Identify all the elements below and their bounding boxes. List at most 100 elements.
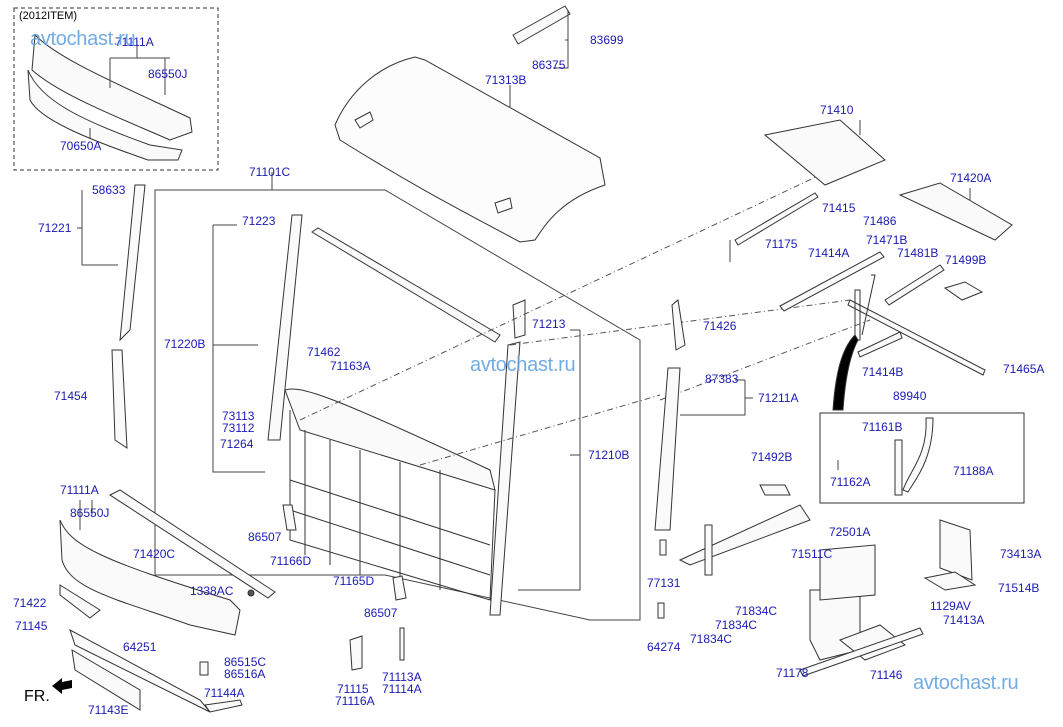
part-label-71178[interactable]: 71178 [776,666,809,680]
part-label-86375[interactable]: 86375 [532,58,566,72]
part-label-71114a[interactable]: 71114A [382,682,422,696]
part-label-71161b[interactable]: 71161B [862,420,903,434]
panel-72501A [819,544,876,601]
part-label-89940[interactable]: 89940 [893,389,927,403]
watermark-top-left: avtochast.ru [30,28,136,50]
part-label-71514b[interactable]: 71514B [998,581,1040,595]
member-71481B [884,264,945,306]
item-2012-note: (2012ITEM) [19,10,78,22]
windshield-header [311,227,501,343]
part-label-71166d[interactable]: 71166D [270,554,312,568]
part-label-71213[interactable]: 71213 [532,317,566,331]
part-label-71481b[interactable]: 71481B [897,246,939,260]
floor-panel-71410 [763,119,886,186]
part-label-71165d[interactable]: 71165D [333,574,375,588]
pillar-71220B [267,214,303,441]
part-label-87383[interactable]: 87383 [705,372,739,386]
part-label-71422[interactable]: 71422 [13,596,47,610]
part-label-71223[interactable]: 71223 [242,214,276,228]
part-label-71511c[interactable]: 71511C [791,547,833,561]
part-label-71111a[interactable]: 71111A [60,483,99,497]
part-label-71144a[interactable]: 71144A [204,686,245,700]
part-label-71492b[interactable]: 71492B [751,450,793,464]
part-label-73113[interactable]: 73113 [222,409,255,423]
part-label-77131[interactable]: 77131 [647,576,681,590]
part-label-71414b[interactable]: 71414B [862,365,904,379]
bumper-2012-upper [31,33,193,141]
part-label-58633[interactable]: 58633 [92,183,126,197]
part-label-71486[interactable]: 71486 [863,214,897,228]
part-label-71413a[interactable]: 71413A [943,613,985,627]
part-label-64274[interactable]: 64274 [647,640,681,654]
a-pillar-71221 [119,184,146,342]
panel-73413A [939,519,973,581]
part-label-71163a[interactable]: 71163A [330,359,371,373]
part-label-86550j-top[interactable]: 86550J [148,67,188,81]
part-label-72501a[interactable]: 72501A [829,525,871,539]
part-label-71143e[interactable]: 71143E [88,703,129,717]
part-label-86550j[interactable]: 86550J [70,506,110,520]
part-label-73413a[interactable]: 73413A [1000,547,1042,561]
pillar-71210B [489,341,521,616]
pillar-71211A [654,367,681,531]
bar-71420C [108,489,276,599]
item-2012-box [13,7,219,171]
part-label-71465a[interactable]: 71465A [1003,362,1045,376]
pillar-71454 [111,349,128,449]
part-label-71313b[interactable]: 71313B [485,73,527,87]
floor-panel-71420A [898,182,1013,241]
front-arrow [52,678,72,694]
part-label-71834c-1[interactable]: 71834C [735,604,778,618]
frame-box [154,189,641,621]
part-label-71414a[interactable]: 71414A [808,246,850,260]
part-label-86507-a[interactable]: 86507 [248,530,282,544]
part-label-1129av[interactable]: 1129AV [930,599,971,613]
bumper-2012-lower [27,69,183,161]
part-label-71462[interactable]: 71462 [307,345,341,359]
part-label-71499b[interactable]: 71499B [945,253,987,267]
part-label-86507-b[interactable]: 86507 [364,606,398,620]
part-label-71210b[interactable]: 71210B [588,448,630,462]
part-label-71211a[interactable]: 71211A [758,391,799,405]
part-label-1338ac[interactable]: 1338AC [190,584,234,598]
part-label-71116a[interactable]: 71116A [335,694,375,708]
part-label-73112[interactable]: 73112 [222,421,255,435]
roof-rail [512,5,571,45]
part-label-71188a[interactable]: 71188A [953,464,994,478]
member-71414A [779,251,885,312]
part-label-71415[interactable]: 71415 [822,201,856,215]
front-marker: FR. [24,688,50,705]
part-label-71454[interactable]: 71454 [54,389,88,403]
part-label-83699[interactable]: 83699 [590,33,624,47]
part-label-71101c[interactable]: 71101C [249,165,291,179]
part-label-71420a[interactable]: 71420A [950,171,992,185]
part-label-71113a[interactable]: 71113A [382,670,422,684]
part-label-71264[interactable]: 71264 [220,437,254,451]
part-label-71420c[interactable]: 71420C [133,547,176,561]
part-label-71115[interactable]: 71115 [337,682,369,696]
part-label-71175[interactable]: 71175 [765,237,798,251]
part-label-71834c-3[interactable]: 71834C [690,632,733,646]
part-label-86516a[interactable]: 86516A [224,667,266,681]
part-label-71471b[interactable]: 71471B [866,233,908,247]
part-label-70650a[interactable]: 70650A [60,139,102,153]
part-label-71221[interactable]: 71221 [38,221,72,235]
part-label-71410[interactable]: 71410 [820,103,854,117]
part-label-71220b[interactable]: 71220B [164,337,206,351]
part-label-71426[interactable]: 71426 [703,319,737,333]
part-label-71111a-top[interactable]: 71111A [115,35,154,49]
watermark-center: avtochast.ru [470,354,576,376]
member-71465A [847,299,986,376]
part-label-71162a[interactable]: 71162A [830,475,871,489]
part-label-71146[interactable]: 71146 [870,668,903,682]
part-label-64251[interactable]: 64251 [123,640,157,654]
kit-89940-box [819,412,1025,504]
reference-curve [832,334,859,411]
bumper-71111A [59,519,241,636]
part-label-86515c[interactable]: 86515C [224,655,267,669]
part-label-71145[interactable]: 71145 [15,619,48,633]
part-label-71834c-2[interactable]: 71834C [715,618,758,632]
rail-71175 [734,192,819,246]
